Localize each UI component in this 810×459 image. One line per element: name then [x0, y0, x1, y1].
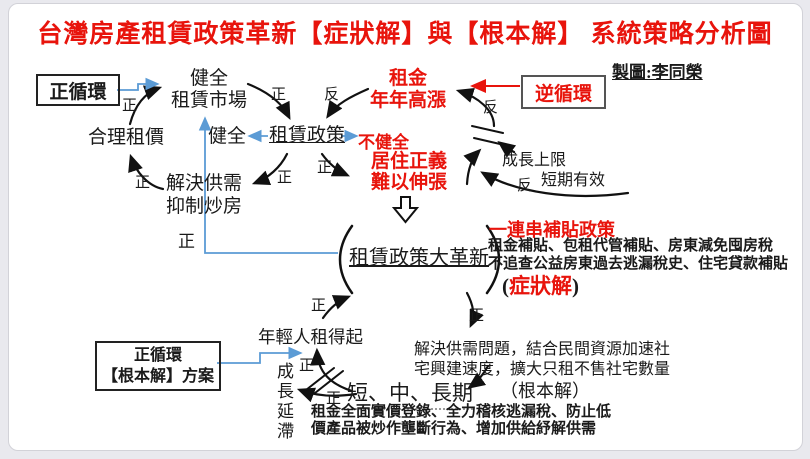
node-rental-policy-reform: 租賃政策大革新	[349, 247, 489, 269]
polarity-label: 正	[122, 98, 138, 114]
polarity-label: 正	[317, 160, 333, 176]
credit-text: 製圖:李同榮	[612, 63, 703, 82]
negative-cycle-box: 逆循環	[521, 75, 606, 109]
node-healthy-market: 健全 租賃市場	[170, 68, 247, 111]
bottom-line2: 價產品被炒作壟斷行為、增加供給紓解供需	[311, 421, 597, 437]
label-healthy: 健全	[208, 126, 247, 147]
node-rent-rising: 租金 年年高漲	[369, 68, 446, 111]
node-growth-stall: 成長延滯	[274, 362, 293, 442]
slide-background	[8, 3, 803, 451]
polarity-label: 正	[178, 232, 195, 251]
solve-detail-line1: 解決供需問題，結合民間資源加速社	[414, 341, 671, 358]
root-box-line2: 【根本解】方案	[101, 368, 214, 385]
solve-detail-line2: 宅興建速度，擴大只租不售社宅數量	[414, 361, 671, 378]
subsidy-policy-title: 一連串補貼政策	[489, 220, 615, 240]
subsidy-line2: 不追查公益房東過去逃漏稅史、住宅貸款補貼	[488, 256, 789, 272]
node-short-term-effect: 短期有效	[541, 172, 606, 189]
node-fair-rent: 合理租價	[88, 127, 165, 148]
node-rental-policy: 租賃政策	[269, 125, 346, 146]
polarity-label: 正	[271, 87, 287, 103]
symptom-solution-label: (症狀解)	[502, 274, 579, 298]
root-solution-label: （根本解）	[500, 381, 590, 401]
polarity-label: 正	[277, 170, 293, 186]
polarity-label: 反	[517, 178, 533, 194]
polarity-label: 反	[483, 100, 499, 116]
label-unhealthy: 不健全	[358, 133, 409, 152]
polarity-label: 正	[469, 308, 485, 324]
polarity-label: 反	[324, 87, 340, 103]
node-growth-limit: 成長上限	[502, 152, 567, 169]
node-young-afford: 年輕人租得起	[258, 327, 363, 347]
polarity-label: 正	[311, 298, 327, 314]
polarity-label: 正	[135, 175, 151, 191]
node-short-mid-long: 短、中、長期	[347, 377, 473, 410]
page-title: 台灣房產租賃政策革新【症狀解】與【根本解】 系統策略分析圖	[37, 21, 773, 48]
positive-cycle-label: 正循環	[49, 81, 107, 103]
subsidy-line1: 租金補貼、包租代管補貼、房東減免囤房稅	[488, 238, 774, 254]
bottom-line1: 租金全面實價登錄、全力稽核逃漏稅、防止低	[311, 404, 612, 420]
positive-cycle-box: 正循環	[36, 74, 120, 106]
root-box-line1: 正循環	[133, 347, 182, 364]
polarity-label: 正	[299, 358, 315, 374]
polarity-label: 正	[326, 391, 342, 407]
node-solve-supply: 解決供需 抑制炒房	[166, 173, 243, 217]
root-solution-box: 正循環 【根本解】方案	[95, 341, 221, 391]
negative-cycle-label: 逆循環	[534, 83, 592, 105]
node-housing-justice: 居住正義 難以伸張	[371, 151, 448, 193]
